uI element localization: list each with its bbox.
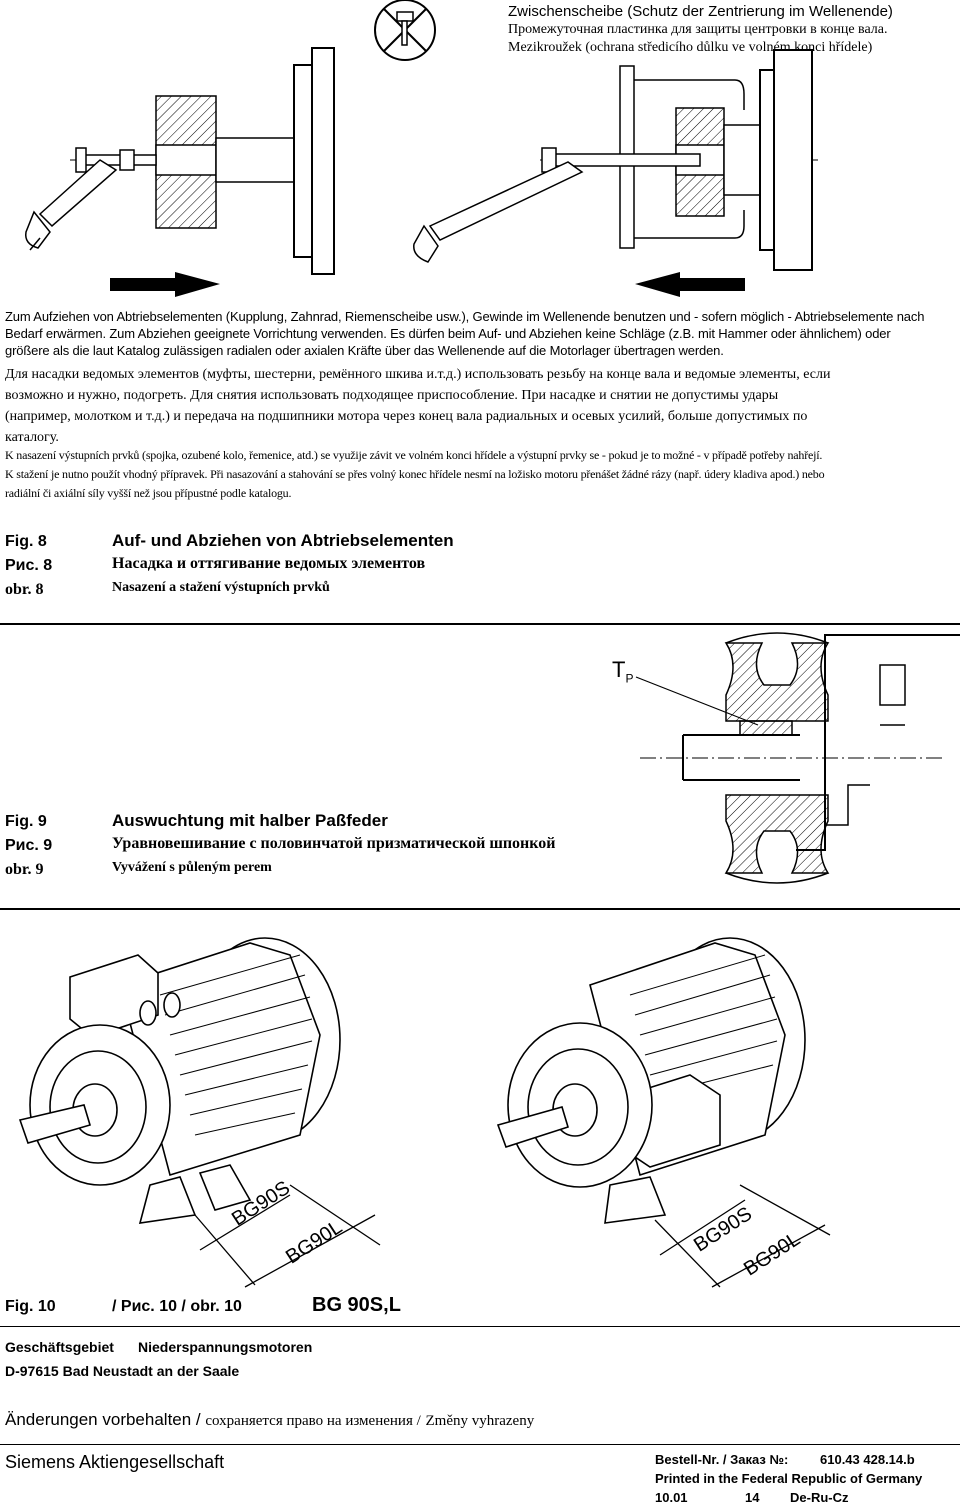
fig8-title-ru: Насадка и оттягивание ведомых элементов — [112, 555, 426, 572]
fig9-title-ru: Уравновешивание с половинчатой призматич… — [112, 835, 556, 852]
address: D-97615 Bad Neustadt an der Saale — [5, 1363, 240, 1379]
note-de: Zwischenscheibe (Schutz der Zentrierung … — [508, 3, 893, 20]
divider — [0, 623, 960, 625]
fig8-left-assembly — [25, 47, 335, 275]
fig9-title-cz: Vyvážení s půleným perem — [112, 860, 272, 875]
note-ru: Промежуточная пластинка для защиты центр… — [508, 22, 888, 37]
divider — [0, 908, 960, 910]
fig8-title-cz: Nasazení a stažení výstupních prvků — [112, 580, 330, 595]
note-cz: Mezikroužek (ochrana středicího důlku ve… — [508, 40, 873, 55]
order-label: Bestell-Nr. / Заказ №: — [655, 1452, 789, 1467]
page-number: 14 — [745, 1490, 760, 1505]
divider — [0, 1326, 960, 1327]
fig8-title-de: Auf- und Abziehen von Abtriebselementen — [112, 531, 454, 550]
fig9-label: Fig. 9 Рис. 9 obr. 9 — [5, 813, 53, 878]
fig10-drawing — [18, 937, 831, 1288]
print-date: 10.01 — [655, 1490, 688, 1505]
pull-arrow-icon — [635, 272, 745, 297]
fig8-right-assembly — [413, 49, 820, 271]
fig9-title-de: Auswuchtung mit halber Paßfeder — [112, 811, 388, 830]
division-label: Geschäftsgebiet — [5, 1339, 114, 1355]
tp-label: TP — [612, 657, 634, 686]
motor-left-illustration — [18, 937, 341, 1224]
fig10-label-ru-cz: / Рис. 10 / obr. 10 — [112, 1298, 242, 1315]
mount-text-de: Zum Aufziehen von Abtriebselementen (Kup… — [5, 309, 925, 358]
fig10-title: BG 90S,L — [312, 1294, 401, 1316]
mount-text-cz: K nasazení výstupních prvků (spojka, ozu… — [5, 448, 825, 500]
language-code: De-Ru-Cz — [790, 1490, 849, 1505]
fig8-drawing — [25, 0, 820, 297]
changes-note: Änderungen vorbehalten / сохраняется пра… — [5, 1410, 535, 1429]
push-arrow-icon — [110, 272, 220, 297]
mount-text-ru: Для насадки ведомых элементов (муфты, ше… — [5, 367, 831, 445]
order-number: 610.43 428.14.b — [820, 1452, 915, 1467]
fig10-label: Fig. 10 — [5, 1298, 56, 1315]
motor-right-illustration — [496, 937, 806, 1224]
printed-note: Printed in the Federal Republic of Germa… — [655, 1471, 923, 1486]
fig8-label: Fig. 8 Рис. 8 obr. 8 — [5, 533, 53, 598]
no-hammer-icon — [374, 0, 436, 61]
divider — [0, 1444, 960, 1445]
division-value: Niederspannungsmotoren — [138, 1339, 313, 1355]
fig9-drawing — [635, 632, 960, 884]
company-name: Siemens Aktiengesellschaft — [5, 1452, 225, 1472]
